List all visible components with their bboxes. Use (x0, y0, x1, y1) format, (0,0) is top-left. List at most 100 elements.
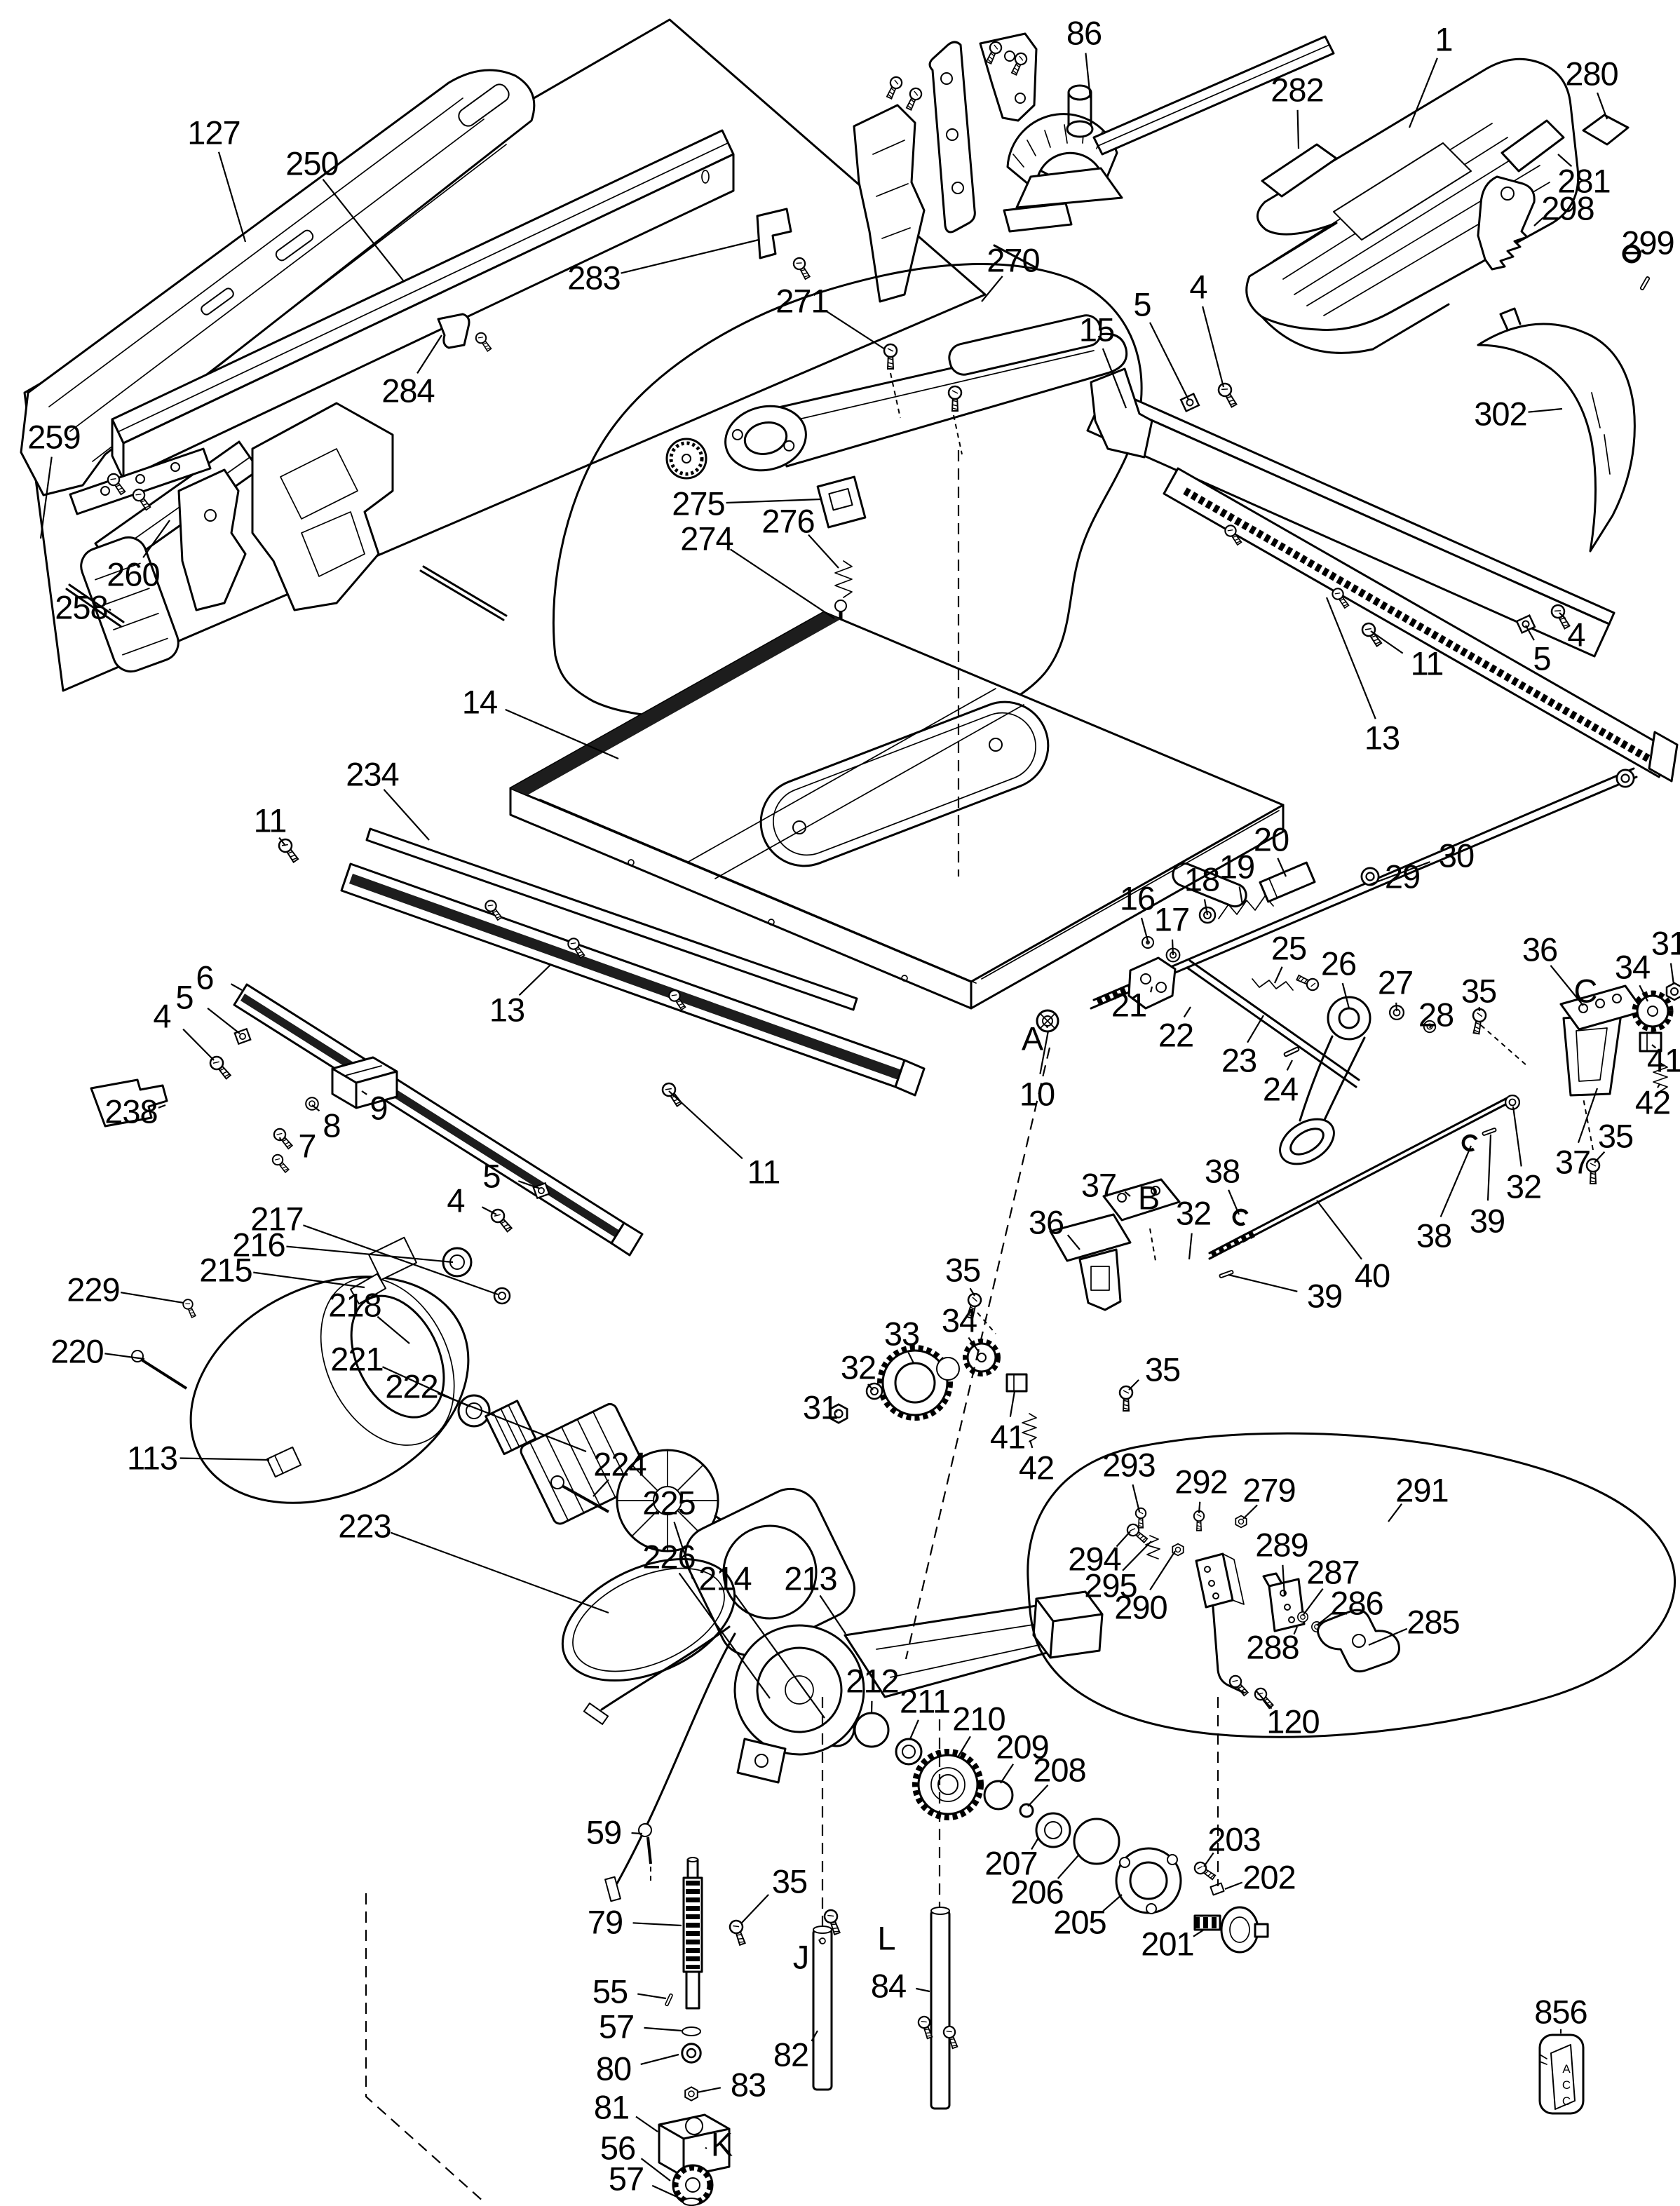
callout-leader (1122, 1541, 1152, 1571)
callout-leader (621, 238, 759, 274)
callout-leader (416, 334, 442, 374)
part-callout-59: 59 (586, 1813, 621, 1850)
callout-leader (1273, 966, 1283, 984)
part-callout-17: 17 (1154, 900, 1189, 938)
callout-leader (207, 1007, 241, 1034)
part-callout-20: 20 (1254, 820, 1289, 858)
callout-leader (1045, 1024, 1048, 1029)
part-callout-291: 291 (1395, 1471, 1448, 1508)
part-callout-37: 37 (1081, 1166, 1116, 1203)
part-callout-4: 4 (1189, 268, 1207, 305)
callout-leader (819, 1595, 846, 1635)
part-callout-29: 29 (1385, 858, 1420, 895)
part-callout-32: 32 (841, 1348, 876, 1386)
part-callout-35: 35 (772, 1862, 807, 1900)
part-callout-23: 23 (1221, 1041, 1256, 1078)
part-callout-5: 5 (175, 978, 193, 1015)
callout-leader (1228, 1189, 1240, 1215)
part-callout-279: 279 (1242, 1471, 1295, 1508)
part-callout-K: K (711, 2125, 733, 2163)
callout-leader (811, 2030, 818, 2042)
part-callout-42: 42 (1635, 1083, 1670, 1121)
acc-inset-856 (1538, 2034, 1585, 2115)
callout-leader (726, 498, 821, 504)
part-callout-35: 35 (1145, 1351, 1180, 1388)
callout-leader (907, 1352, 914, 1364)
part-callout-11: 11 (1411, 644, 1444, 682)
callout-leader (39, 456, 53, 539)
callout-leader (696, 2087, 722, 2094)
callout-leader (1027, 1785, 1049, 1807)
callout-leader (1372, 877, 1375, 879)
callout-leader (968, 1337, 980, 1353)
callout-leader (635, 2116, 658, 2132)
callout-leader (734, 1594, 825, 1719)
gear-housing-213 (733, 1590, 1277, 1954)
callout-leader (651, 2184, 682, 2200)
part-callout-13: 13 (1364, 719, 1400, 756)
callout-leader (481, 1206, 497, 1215)
part-callout-217: 217 (250, 1200, 303, 1237)
part-callout-24: 24 (1263, 1070, 1298, 1107)
front-rail-group (90, 827, 926, 1257)
part-callout-11: 11 (254, 801, 287, 839)
part-callout-290: 290 (1114, 1588, 1167, 1625)
callout-leader (673, 1522, 694, 1580)
part-callout-22: 22 (1158, 1016, 1193, 1053)
part-callout-4: 4 (153, 997, 170, 1034)
callout-leader (1557, 154, 1573, 168)
part-callout-221: 221 (330, 1340, 383, 1377)
part-callout-258: 258 (55, 588, 107, 625)
callout-leader (741, 1894, 769, 1923)
callout-leader (1316, 1612, 1334, 1626)
callout-leader (383, 789, 430, 841)
part-callout-234: 234 (346, 755, 398, 792)
part-callout-6: 6 (196, 959, 213, 996)
part-callout-250: 250 (285, 144, 338, 182)
callout-leader (957, 1735, 971, 1758)
part-callout-210: 210 (952, 1700, 1005, 1737)
callout-leader (286, 1245, 454, 1264)
part-callout-284: 284 (381, 372, 434, 409)
blade-guard-assembly (1245, 57, 1651, 553)
callout-leader (637, 1993, 667, 2000)
callout-leader (1171, 939, 1174, 956)
part-callout-280: 280 (1565, 55, 1618, 92)
callout-leader (1639, 984, 1648, 1002)
callout-leader (1102, 1894, 1123, 1912)
callout-leader (303, 1224, 499, 1296)
callout-leader (1429, 1024, 1432, 1029)
part-callout-30: 30 (1439, 837, 1474, 874)
callout-leader (1193, 1929, 1205, 1937)
callout-leader (518, 964, 551, 996)
callout-leader (182, 1028, 215, 1061)
callout-leader (104, 1353, 145, 1360)
part-callout-39: 39 (1307, 1277, 1342, 1314)
part-callout-270: 270 (987, 241, 1039, 278)
callout-leader (644, 2026, 682, 2032)
part-callout-8: 8 (323, 1107, 340, 1144)
callout-labels: 1272502832848628212802812982993022702711… (27, 14, 1680, 2200)
part-callout-82: 82 (773, 2036, 808, 2073)
callout-leader (1202, 306, 1225, 388)
callout-leader (1198, 1501, 1201, 1514)
part-callout-120: 120 (1266, 1703, 1319, 1740)
part-callout-37: 37 (1555, 1143, 1590, 1180)
callout-leader (1528, 407, 1563, 413)
part-callout-35: 35 (1598, 1117, 1633, 1154)
callout-leader (1124, 1191, 1131, 1197)
callout-leader (729, 548, 835, 619)
bracket-b-cluster (829, 1178, 1181, 1442)
part-callout-225: 225 (642, 1484, 695, 1521)
callout-leader (311, 1104, 320, 1112)
part-callout-33: 33 (884, 1315, 919, 1352)
callout-leader (640, 2053, 679, 2066)
callout-leader (1282, 1564, 1286, 1597)
callout-leader (1296, 109, 1300, 149)
part-callout-202: 202 (1242, 1858, 1295, 1895)
part-callout-274: 274 (680, 520, 733, 557)
part-callout-5: 5 (1133, 285, 1151, 323)
callout-leader (1525, 625, 1535, 641)
part-callout-113: 113 (127, 1439, 177, 1476)
callout-leader (909, 1719, 919, 1740)
